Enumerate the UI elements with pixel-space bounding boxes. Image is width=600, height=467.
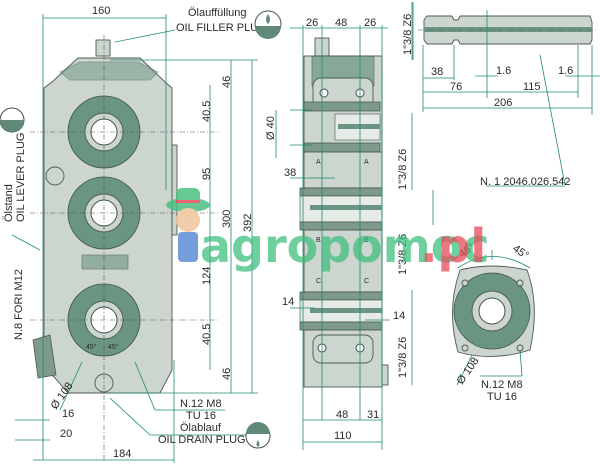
angle-right: 45° — [108, 343, 119, 351]
oil-level-plug — [45, 166, 65, 186]
bore-diameter-40: Ø 40 — [265, 116, 277, 140]
diameter-108: Ø 108 — [49, 380, 76, 411]
side-holes-label: N.8 FORI M12 — [13, 269, 25, 340]
section-c-right: C — [364, 278, 369, 285]
watermark-text: agropomoc — [200, 219, 490, 273]
spline-spec-c: 1"3/8 Z6 — [397, 337, 409, 378]
side-dim-26-right: 26 — [364, 17, 376, 29]
shaft-dim-1-6-right: 1.6 — [558, 65, 573, 77]
dim-width-160: 160 — [92, 5, 110, 17]
flange-angle-right: 45° — [510, 243, 531, 262]
dim-40-5-top: 40.5 — [201, 101, 213, 122]
dim-124: 124 — [201, 267, 213, 285]
farmer-mascot — [166, 188, 210, 262]
section-a-right: A — [364, 159, 369, 166]
shaft-dim-1-6-left: 1.6 — [496, 65, 511, 77]
flange-diameter-108: Ø 108 — [455, 355, 482, 386]
flange-bolt-spec: N.12 M8 — [481, 379, 523, 391]
oil-filler-icon — [254, 10, 282, 39]
shaft-length-206: 206 — [494, 97, 512, 109]
shaft-part-number: N. 1 2046.026.542 — [480, 176, 571, 188]
side-dim-48-bottom: 48 — [336, 409, 348, 421]
shaft-dim-115: 115 — [523, 81, 541, 93]
bolt-spec: N.12 M8 — [180, 398, 222, 410]
dim-184: 184 — [113, 448, 131, 460]
dim-300: 300 — [221, 210, 233, 228]
spline-spec-a: 1"3/8 Z6 — [397, 149, 409, 190]
dim-392: 392 — [242, 214, 254, 232]
side-dim-26-left: 26 — [306, 17, 318, 29]
section-b-left: B — [316, 237, 321, 244]
front-view — [11, 14, 258, 463]
section-c-left: C — [316, 278, 321, 285]
section-a-left: A — [316, 159, 321, 166]
watermark-logo: agropomoc .pl — [166, 188, 490, 273]
section-b-right: B — [364, 237, 369, 244]
flange-view — [452, 250, 535, 386]
side-dim-31: 31 — [367, 409, 379, 421]
shaft-spline-spec: 1"3/8 Z6 — [402, 14, 414, 55]
dim-95: 95 — [201, 168, 213, 180]
side-dim-14-left: 14 — [282, 296, 294, 308]
side-dim-14-right: 14 — [393, 310, 405, 322]
dim-20: 20 — [60, 428, 72, 440]
dim-46-bottom: 46 — [221, 368, 233, 380]
side-dim-48: 48 — [335, 17, 347, 29]
oil-level-label-de: Ölstand — [3, 184, 15, 222]
dim-46-top: 46 — [221, 76, 233, 88]
spline-spec-b: 1"3/8 Z6 — [397, 234, 409, 275]
side-width-110: 110 — [334, 430, 352, 442]
flange-bolt-depth: TU 16 — [487, 391, 517, 403]
dim-40-5-bottom: 40.5 — [201, 324, 213, 345]
shaft-dim-38: 38 — [431, 66, 443, 78]
side-dim-38: 38 — [284, 167, 296, 179]
oil-drain-label-en: OIL DRAIN PLUG — [158, 434, 246, 446]
angle-left: 45° — [86, 343, 97, 351]
oil-level-label-en: OIL LEVER PLUG — [15, 133, 27, 222]
oil-level-icon — [0, 107, 25, 133]
shaft-view — [412, 2, 600, 187]
watermark-domain: .pl — [420, 219, 486, 273]
side-mount-hatched — [32, 334, 57, 379]
bolt-depth: TU 16 — [186, 410, 216, 422]
filler-plug — [95, 39, 111, 57]
oil-drain-label-de: Ölablauf — [180, 422, 222, 434]
side-view — [275, 2, 434, 450]
dim-16: 16 — [62, 408, 74, 420]
oil-filler-label-en: OIL FILLER PLUG — [176, 22, 267, 34]
oil-filler-label-de: Ölauffüllung — [188, 7, 247, 19]
shaft-dim-76: 76 — [450, 81, 462, 93]
oil-drain-icon — [245, 422, 271, 449]
